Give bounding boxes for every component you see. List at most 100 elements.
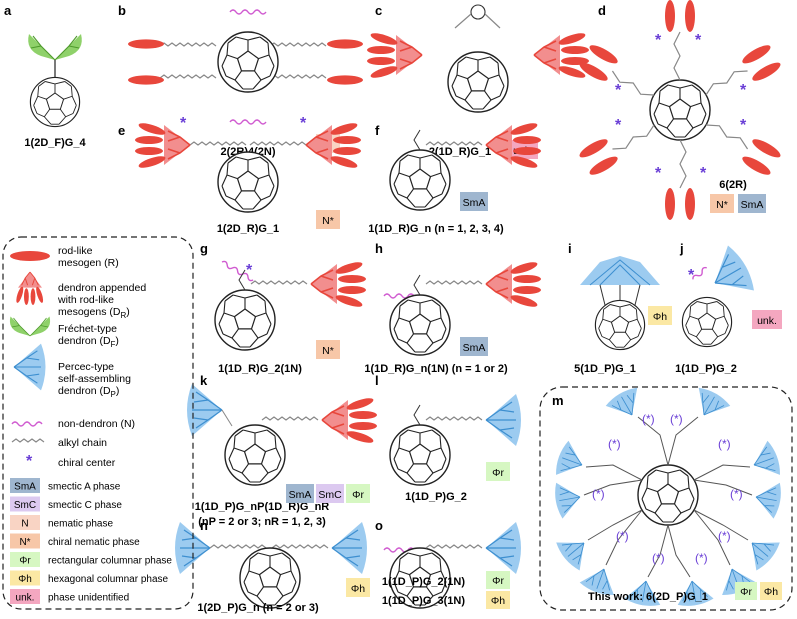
phase-badge-label: Φr xyxy=(740,586,752,598)
caption-o-a: 1(1D_P)G_2(1N) xyxy=(382,576,465,588)
phase-badge xyxy=(738,194,766,213)
panel-l: l 1(1D_P)G_2 Φr xyxy=(375,373,522,503)
phase-badge-label: SmC xyxy=(318,489,342,501)
panel-label-m: m xyxy=(552,393,564,408)
panel-label-j: j xyxy=(679,241,684,256)
panel-label-d: d xyxy=(598,3,606,18)
chiral-marker: (*) xyxy=(718,437,731,451)
chiral-marker: * xyxy=(180,115,187,132)
chiral-marker: (*) xyxy=(730,487,743,501)
phase-badge-label: Φr xyxy=(352,489,364,501)
phase-description: rectangular columnar phase xyxy=(48,556,172,567)
phase-badge xyxy=(735,582,757,600)
caption-h: 1(1D_R)G_n(1N) (n = 1 or 2) xyxy=(364,363,508,375)
panel-i: i 5(1D_P)G_1 Φh xyxy=(568,241,672,375)
phase-badge-label: SmA xyxy=(289,489,312,501)
phase-description: smectic A phase xyxy=(48,482,121,493)
caption-e: 1(2D_R)G_1 xyxy=(217,223,279,235)
chiral-marker: * xyxy=(700,165,707,182)
caption-c: 2(1D_R)G_1 xyxy=(429,146,491,158)
alkyl-chain-icon xyxy=(11,438,45,443)
chiral-marker: (*) xyxy=(670,412,683,426)
phase-swatch-label: N* xyxy=(19,537,30,548)
panel-label-h: h xyxy=(375,241,383,256)
legend-label: non-dendron (N) xyxy=(58,418,135,430)
phase-swatch xyxy=(10,570,40,586)
panel-label-b: b xyxy=(118,3,126,18)
phase-description: hexagonal columnar phase xyxy=(48,574,169,585)
panel-o: o 1(1D_P)G_2(1N) 1(1D_P)G_3(1N) Φr Φh xyxy=(375,518,522,609)
caption-n: 1(2D_P)G_n (n = 2 or 3) xyxy=(197,602,319,614)
panel-c: c 2(1D_R)G_1 unk. xyxy=(366,3,590,159)
phase-swatch-label: SmA xyxy=(14,482,36,493)
panel-j: j * 1(1D_P)G_2 unk. xyxy=(675,241,782,375)
phase-badge xyxy=(486,462,510,481)
chiral-marker: * xyxy=(695,32,702,49)
chiral-marker: (*) xyxy=(642,412,655,426)
phase-badge-label: Φr xyxy=(492,467,504,479)
phase-swatch-label: Φr xyxy=(19,556,31,567)
chiral-marker: * xyxy=(655,32,662,49)
phase-badge-label: SmA xyxy=(741,199,764,211)
caption-d: 6(2R) xyxy=(719,179,747,191)
legend-label: alkyl chain xyxy=(58,437,107,449)
panel-label-c: c xyxy=(375,3,382,18)
legend-label: chiral center xyxy=(58,457,116,469)
phase-description: chiral nematic phase xyxy=(48,537,140,548)
chiral-marker: (*) xyxy=(718,529,731,543)
phase-swatch xyxy=(10,533,40,549)
chiral-marker: * xyxy=(688,267,695,284)
phase-badge xyxy=(316,210,340,229)
panel-label-g: g xyxy=(200,241,208,256)
phase-swatch-label: N xyxy=(21,519,28,530)
phase-badge xyxy=(316,340,340,359)
caption-k-params: (nP = 2 or 3; nR = 1, 2, 3) xyxy=(198,516,326,528)
caption-o-b: 1(1D_P)G_3(1N) xyxy=(382,595,465,607)
chiral-marker: * xyxy=(246,262,253,279)
phase-badge xyxy=(486,591,510,609)
phase-badge xyxy=(346,578,370,597)
caption-a: 1(2D_F)G_4 xyxy=(24,137,86,149)
phase-badge xyxy=(316,484,344,503)
chiral-marker: * xyxy=(655,165,662,182)
phase-badge xyxy=(710,194,734,213)
phase-badge-label: N* xyxy=(322,215,334,227)
panel-d: d * * * * * * * * 6(2R) N* SmA xyxy=(576,0,784,221)
phase-badge-label: SmA xyxy=(463,197,486,209)
panel-label-f: f xyxy=(375,123,380,138)
caption-k: 1(1D_P)G_nP(1D_R)G_nR xyxy=(195,501,330,513)
chiral-marker: (*) xyxy=(695,551,708,565)
caption-l: 1(1D_P)G_2 xyxy=(405,491,467,503)
phase-swatch-label: Φh xyxy=(18,574,32,585)
dendron-r-icon xyxy=(14,271,45,306)
phase-swatch-label: unk. xyxy=(16,593,35,604)
caption-m: This work: 6(2D_P)G_1 xyxy=(588,591,708,603)
panel-f: f 1(1D_R)G_n (n = 1, 2, 3, 4) SmA xyxy=(368,120,542,235)
panel-label-i: i xyxy=(568,241,572,256)
phase-swatch-label: SmC xyxy=(14,500,36,511)
phase-badge-label: SmA xyxy=(463,342,486,354)
phase-swatch xyxy=(10,589,40,604)
chiral-marker: (*) xyxy=(608,437,621,451)
chiral-marker: * xyxy=(615,82,622,99)
phase-description: smectic C phase xyxy=(48,500,122,511)
panel-label-k: k xyxy=(200,373,208,388)
phase-badge xyxy=(486,571,510,589)
phase-swatch xyxy=(10,552,40,567)
phase-badge-label: Φh xyxy=(764,586,778,598)
panel-m-frame xyxy=(539,386,793,611)
panel-label-a: a xyxy=(4,3,12,18)
phase-badge-label: N* xyxy=(322,345,334,357)
caption-f: 1(1D_R)G_n (n = 1, 2, 3, 4) xyxy=(368,223,504,235)
caption-g: 1(1D_R)G_2(1N) xyxy=(218,363,302,375)
panel-g: g * 1(1D_R)G_2(1N) N* xyxy=(200,241,367,375)
panel-label-o: o xyxy=(375,518,383,533)
panel-label-l: l xyxy=(375,373,379,388)
phase-swatch xyxy=(10,515,40,530)
chiral-marker: * xyxy=(300,115,307,132)
